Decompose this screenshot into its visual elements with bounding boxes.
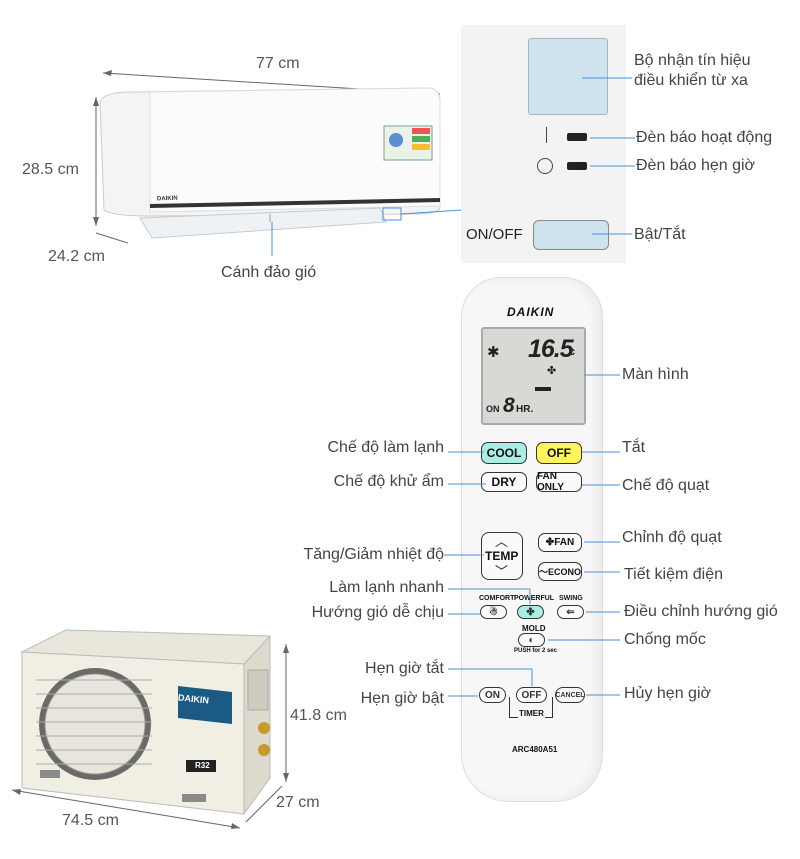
lcd-timer-unit: HR. <box>516 404 534 415</box>
lcd-temp: 16.5 <box>528 335 574 363</box>
signal-receiver <box>528 38 608 115</box>
econo-button[interactable]: 〜ECONO <box>538 562 582 581</box>
econo-icon: 〜 <box>538 567 548 577</box>
lcd-timer-hours: 8 <box>503 394 515 417</box>
mold-button[interactable]: ◐ <box>518 633 545 647</box>
timer-off-button[interactable]: OFF <box>516 687 547 703</box>
snowflake-icon: ✱ <box>487 344 500 361</box>
temp-label: TEMP <box>485 549 519 563</box>
indoor-depth: 24.2 cm <box>48 248 105 265</box>
cancel-label: Hủy hẹn giờ <box>624 685 711 702</box>
off-label: Tắt <box>622 439 646 456</box>
outdoor-refrigerant: R32 <box>195 761 210 770</box>
swing-text: SWING <box>559 595 583 602</box>
onoff-text: ON/OFF <box>466 226 523 243</box>
indoor-unit-drawing <box>93 70 463 256</box>
dry-mode-label: Chế độ khử ẩm <box>333 473 444 490</box>
operation-lamp-label: Đèn báo hoạt động <box>636 129 773 146</box>
push-text: PUSH for 2 sec <box>514 648 558 654</box>
outdoor-unit-drawing <box>11 629 289 829</box>
operation-lamp-icon <box>546 127 547 143</box>
remote-model: ARC480A51 <box>512 745 558 754</box>
temp-rocker[interactable] <box>481 532 523 580</box>
powerful-button[interactable]: ✤ <box>517 605 544 619</box>
timer-off-label: Hẹn giờ tắt <box>365 660 444 677</box>
powerful-label: Làm lạnh nhanh <box>329 579 444 596</box>
mold-label: Chống mốc <box>624 631 706 648</box>
lcd-unit: c <box>569 346 576 358</box>
cool-button[interactable]: COOL <box>481 442 527 464</box>
remote-lcd <box>481 327 586 425</box>
fan-button[interactable]: ✤FAN <box>538 533 582 552</box>
fan-speed-label: Chỉnh độ quạt <box>622 529 722 546</box>
outdoor-depth: 27 cm <box>276 794 320 811</box>
comfort-button[interactable]: ☃ <box>480 605 507 619</box>
timer-lamp <box>567 162 587 170</box>
powerful-text: POWERFUL <box>514 595 555 602</box>
comfort-text: COMFORT <box>479 595 515 602</box>
econo-button-label: ECONO <box>548 566 582 577</box>
onoff-label: Bật/Tắt <box>634 226 686 243</box>
chevron-down-icon: ﹀ <box>495 564 509 579</box>
swing-label: Điều chỉnh hướng gió <box>624 603 778 620</box>
operation-lamp <box>567 133 587 141</box>
fan-only-button[interactable]: FAN ONLY <box>536 471 582 493</box>
outdoor-height: 41.8 cm <box>290 707 347 724</box>
remote-pointers <box>444 374 620 697</box>
swing-button[interactable]: ⇐ <box>557 605 584 619</box>
louver-label: Cánh đảo gió <box>221 264 317 281</box>
chevron-up-icon: ︿ <box>495 534 509 549</box>
temp-label-text: Tăng/Giảm nhiệt độ <box>303 546 444 563</box>
off-button[interactable]: OFF <box>536 442 582 464</box>
mold-text: MOLD <box>522 624 546 633</box>
screen-label: Màn hình <box>622 366 689 383</box>
onoff-button[interactable] <box>533 220 609 250</box>
cancel-button[interactable]: CANCEL <box>555 687 585 703</box>
timer-on-label: Hẹn giờ bật <box>360 690 444 707</box>
fan-icon: ✤ <box>547 365 557 377</box>
outdoor-width: 74.5 cm <box>62 812 119 829</box>
receiver-label-2: điều khiển từ xa <box>634 72 748 89</box>
timer-lamp-label: Đèn báo hẹn giờ <box>636 157 756 174</box>
comfort-label: Hướng gió dễ chịu <box>311 604 444 621</box>
fan-mode-label: Chế độ quạt <box>622 477 710 494</box>
clock-icon <box>537 158 553 174</box>
panel-pointers <box>582 77 635 235</box>
lcd-timer-on: ON <box>486 404 500 414</box>
fan-speed-icon: ✤ <box>545 537 555 548</box>
dry-button[interactable]: DRY <box>481 472 527 492</box>
indoor-width: 77 cm <box>256 55 300 72</box>
indoor-brand-text: DAIKIN <box>156 195 178 203</box>
receiver-label-1: Bộ nhận tín hiệu <box>634 52 751 69</box>
lcd-fan-bars <box>535 387 551 391</box>
indoor-height: 28.5 cm <box>22 161 79 178</box>
cool-mode-label: Chế độ làm lạnh <box>327 439 444 456</box>
timer-text: TIMER <box>518 709 545 718</box>
fan-button-label: FAN <box>554 537 575 548</box>
econo-label: Tiết kiệm điện <box>624 566 723 583</box>
timer-on-button[interactable]: ON <box>479 687 506 703</box>
remote-brand: DAIKIN <box>507 305 555 319</box>
